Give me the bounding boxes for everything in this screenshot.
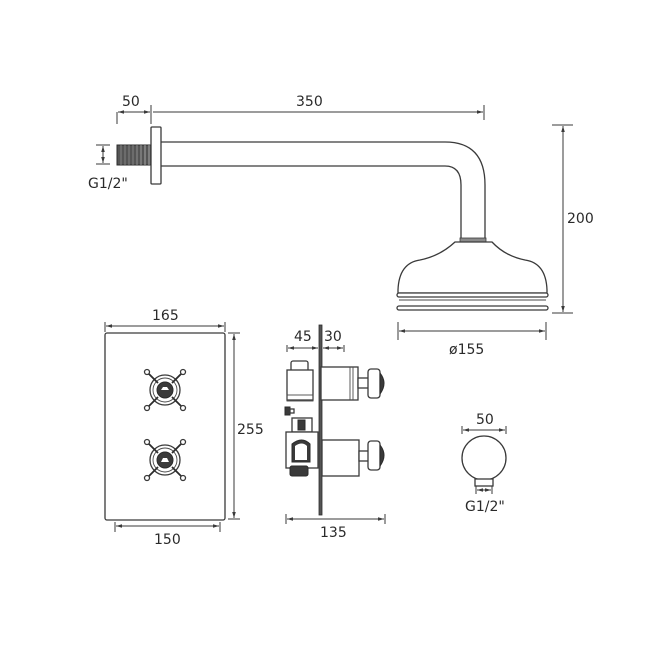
dim-label-arm-flange: 50 [122, 94, 140, 110]
valve-side-view [284, 324, 385, 516]
dim-side-behind: 45 [286, 329, 318, 352]
valve-front-view [104, 332, 226, 521]
dim-label-plate-height: 255 [237, 422, 264, 438]
dim-label-head-drop: 200 [567, 211, 594, 227]
dim-plate-width: 165 [104, 308, 226, 332]
dim-elbow-thread: G1/2" [465, 486, 505, 515]
dim-label-elbow-diameter: 50 [476, 412, 494, 428]
dim-arm-thread: G1/2" [88, 144, 128, 192]
dim-elbow-diameter: 50 [461, 412, 507, 434]
dim-label-side-total: 135 [320, 525, 347, 541]
shower-arm [116, 126, 487, 243]
valve-faceplate [104, 332, 226, 521]
dim-label-elbow-thread: G1/2" [465, 499, 505, 515]
valve-handle-top [143, 368, 187, 412]
dim-arm-length: 350 [153, 94, 485, 120]
dim-label-head-diameter: ø155 [449, 342, 484, 358]
dim-plate-height: 255 [228, 332, 264, 520]
dim-label-arm-length: 350 [296, 94, 323, 110]
arm-wall-flange [150, 126, 162, 185]
dim-arm-flange: 50 [116, 94, 152, 124]
shower-head [396, 241, 549, 311]
dim-plate-base: 150 [114, 522, 221, 548]
outlet-elbow [461, 435, 507, 487]
dim-label-side-front: 30 [324, 329, 342, 345]
dim-label-side-behind: 45 [294, 329, 312, 345]
dim-label-plate-width: 165 [152, 308, 179, 324]
dim-side-total: 135 [285, 514, 386, 541]
dim-label-arm-thread: G1/2" [88, 176, 128, 192]
arm-threaded-inlet [116, 144, 153, 166]
dim-label-plate-base: 150 [154, 532, 181, 548]
valve-handle-bottom [143, 438, 187, 482]
valve-side-plate [318, 324, 323, 516]
dim-head-diameter: ø155 [397, 322, 547, 358]
dim-side-front: 30 [323, 329, 345, 352]
arm-tube [161, 141, 486, 240]
dim-head-drop: 200 [552, 124, 594, 314]
